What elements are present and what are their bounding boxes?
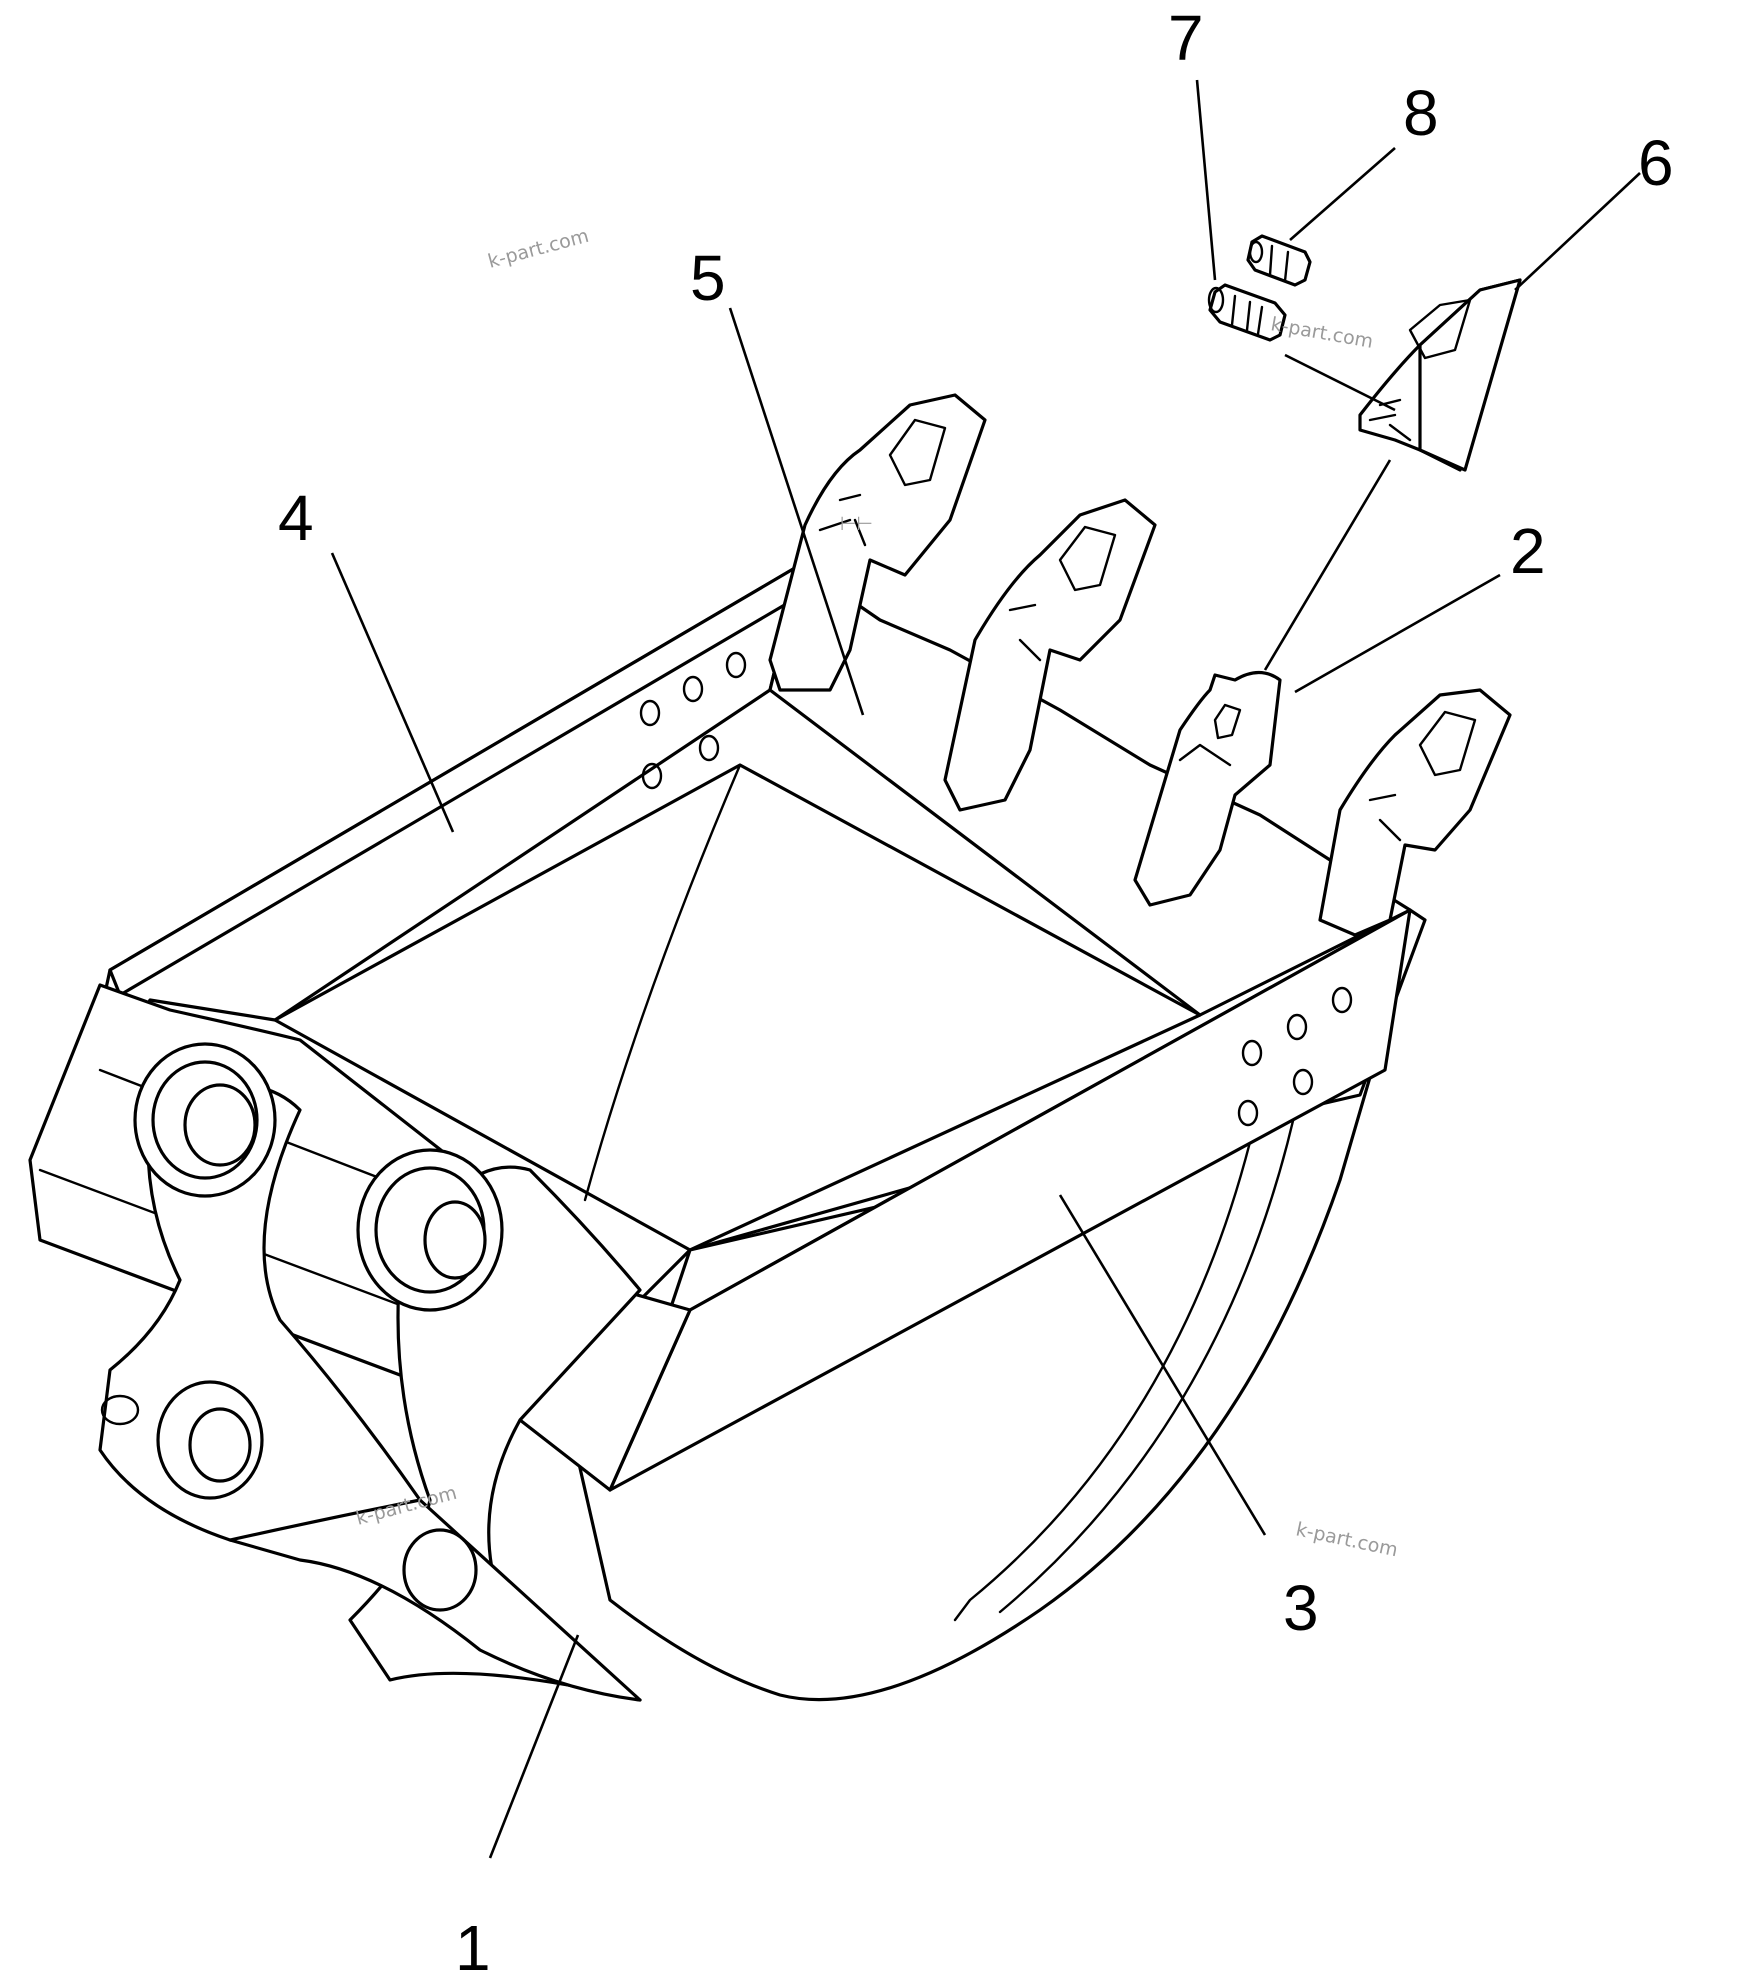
tooth-lock-8 — [1246, 234, 1312, 287]
side-plate-holes-left — [639, 651, 747, 790]
callout-4: 4 — [278, 482, 314, 554]
wear-strip — [953, 1088, 1302, 1622]
side-plate-holes-right — [1237, 986, 1353, 1127]
pin-bosses — [100, 1042, 504, 1612]
leader-lines — [330, 79, 1641, 1859]
leader-pin-to-tooth — [1284, 353, 1396, 412]
callout-5: 5 — [690, 242, 726, 314]
boss-front-lower — [402, 1528, 478, 1612]
leader-1 — [488, 1634, 580, 1859]
svg-text:⊢⊢: ⊢⊢ — [840, 513, 873, 535]
callout-1: 1 — [455, 1912, 491, 1977]
tooth-pin-7 — [1207, 283, 1287, 342]
leader-4 — [330, 552, 455, 833]
bucket-tooth-1: ⊢⊢ — [768, 393, 987, 692]
bucket-tooth-4 — [1318, 688, 1512, 937]
callout-2: 2 — [1510, 515, 1546, 587]
leader-7 — [1195, 79, 1217, 281]
watermark-4: k-part.com — [1294, 1518, 1400, 1561]
tooth-point-exploded — [1358, 278, 1522, 472]
leader-2 — [1294, 573, 1501, 694]
callout-7: 7 — [1168, 2, 1204, 74]
watermark-1: k-part.com — [486, 225, 592, 273]
leader-tooth-to-adapter — [1263, 459, 1392, 671]
callout-8: 8 — [1403, 77, 1439, 149]
interior-edge — [583, 763, 742, 1202]
bucket-tooth-2 — [943, 498, 1157, 812]
callout-3: 3 — [1283, 1572, 1319, 1644]
leader-3 — [1058, 1194, 1267, 1536]
callout-6: 6 — [1638, 127, 1674, 199]
watermark-2: k-part.com — [1269, 313, 1375, 353]
bucket-tooth-adapter-2 — [1133, 670, 1282, 907]
leader-5 — [728, 307, 865, 716]
leader-8 — [1289, 147, 1396, 241]
callout-labels: 1 2 3 4 5 6 7 8 — [278, 2, 1674, 1977]
leader-6 — [1514, 172, 1641, 291]
